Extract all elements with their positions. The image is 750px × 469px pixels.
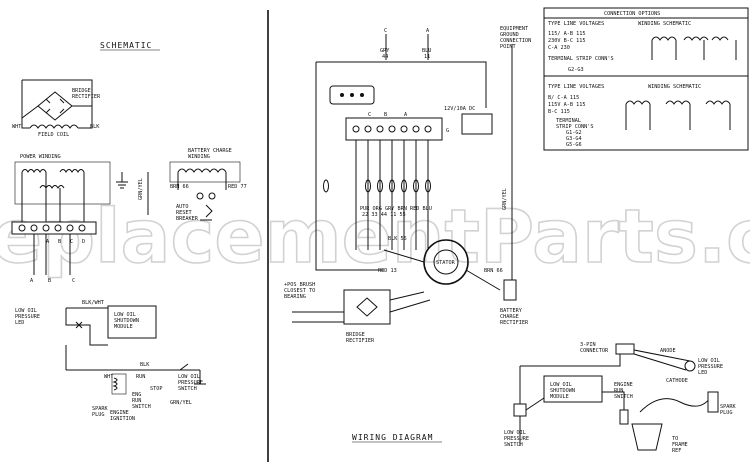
svg-text:22 33 44 11 55: 22 33 44 11 55 — [362, 212, 406, 218]
terminal-a-label: A — [46, 239, 50, 245]
schematic-title: SCHEMATIC — [100, 41, 152, 50]
svg-text:BLK 55: BLK 55 — [388, 236, 407, 242]
cathode-label: CATHODE — [666, 378, 688, 384]
svg-text:RED 77: RED 77 — [228, 184, 247, 190]
terminal-c-label: C — [70, 239, 73, 245]
svg-text:RED 13: RED 13 — [378, 268, 397, 274]
svg-text:B: B — [384, 112, 387, 118]
svg-text:G: G — [446, 128, 449, 134]
grn-yel-label: GRN/YEL — [138, 178, 144, 200]
terminal-strip: A B C D — [11, 221, 97, 245]
connection-options: CONNECTION OPTIONS TYPE LINE VOLTAGES WI… — [543, 7, 749, 151]
svg-text:A: A — [404, 112, 408, 118]
anode-label: ANODE — [660, 348, 676, 354]
svg-text:BRN 66: BRN 66 — [170, 184, 189, 190]
wiring-diagram-title: WIRING DIAGRAM — [352, 433, 433, 442]
power-winding-symbol: POWER WINDING — [14, 154, 111, 222]
table1-row-2: 230V B-C 115 — [548, 38, 585, 44]
table2-row-3: B-C 115 — [548, 109, 570, 115]
svg-text:C: C — [384, 28, 387, 34]
stator-leads: PUR ORG GRY BRN RED BLU 22 33 44 11 55 — [323, 140, 432, 250]
stator-label: STATOR — [436, 260, 456, 266]
table2-header-schematic: WINDING SCHEMATIC — [648, 84, 701, 90]
svg-text:A: A — [426, 28, 430, 34]
svg-text:C: C — [72, 278, 75, 284]
terminal-block: G C B A — [345, 112, 449, 141]
stop-label: STOP — [150, 386, 163, 392]
table2-header-voltage: TYPE LINE VOLTAGES — [548, 84, 604, 90]
grn-yel-label-2: GRN/YEL — [170, 400, 192, 406]
top-leads: C A GRY BLU 44 11 — [380, 28, 431, 60]
watermark-text: eplacementParts.c — [0, 194, 750, 280]
table2-row-1: B/ C-A 115 — [548, 95, 579, 101]
power-winding-label: POWER WINDING — [20, 154, 61, 160]
table2-row-2: 115V A-B 115 — [548, 102, 585, 108]
svg-text:A: A — [30, 278, 34, 284]
svg-text:B: B — [48, 278, 51, 284]
svg-text:GRY: GRY — [380, 48, 390, 54]
terminal-b-label: B — [58, 239, 61, 245]
svg-text:BLK/WHT: BLK/WHT — [82, 300, 104, 306]
svg-text:11: 11 — [424, 54, 430, 60]
svg-text:44: 44 — [382, 54, 388, 60]
wiring-panel: WIRING DIAGRAM C A GRY BLU 44 11 12V/10A… — [284, 26, 736, 454]
svg-text:BRN 66: BRN 66 — [484, 268, 503, 274]
wht-label: WHT — [12, 124, 21, 130]
duplex-outlet — [329, 85, 375, 105]
svg-text:C: C — [368, 112, 371, 118]
breaker-label: 12V/10A DC — [444, 106, 475, 112]
field-coil-symbol: FIELD COIL WHT BLK — [12, 124, 100, 138]
blk-label: BLK — [90, 124, 100, 130]
table1-row-1: 115/ A-B 115 — [548, 31, 585, 37]
svg-text:PUR ORG GRY BRN RED BLU: PUR ORG GRY BRN RED BLU — [360, 206, 432, 212]
table1-header-schematic: WINDING SCHEMATIC — [638, 21, 691, 27]
svg-text:WHT: WHT — [104, 374, 113, 380]
run-label: RUN — [136, 374, 145, 380]
svg-text:BLK: BLK — [140, 362, 150, 368]
table1-header-voltage: TYPE LINE VOLTAGES — [548, 21, 604, 27]
table1-row-3: C-A 230 — [548, 45, 570, 51]
table1-conn: G2-G3 — [568, 67, 584, 73]
field-coil-label: FIELD COIL — [38, 132, 69, 138]
table1-terminal-strip: TERMINAL STRIP CONN'S — [548, 56, 614, 62]
ground-symbol — [116, 172, 128, 189]
svg-text:BLU: BLU — [422, 48, 431, 54]
svg-text:GRN/YEL: GRN/YEL — [502, 188, 508, 210]
breaker: 12V/10A DC — [444, 106, 493, 135]
terminal-d-label: D — [82, 239, 85, 245]
connection-options-title: CONNECTION OPTIONS — [604, 11, 660, 17]
